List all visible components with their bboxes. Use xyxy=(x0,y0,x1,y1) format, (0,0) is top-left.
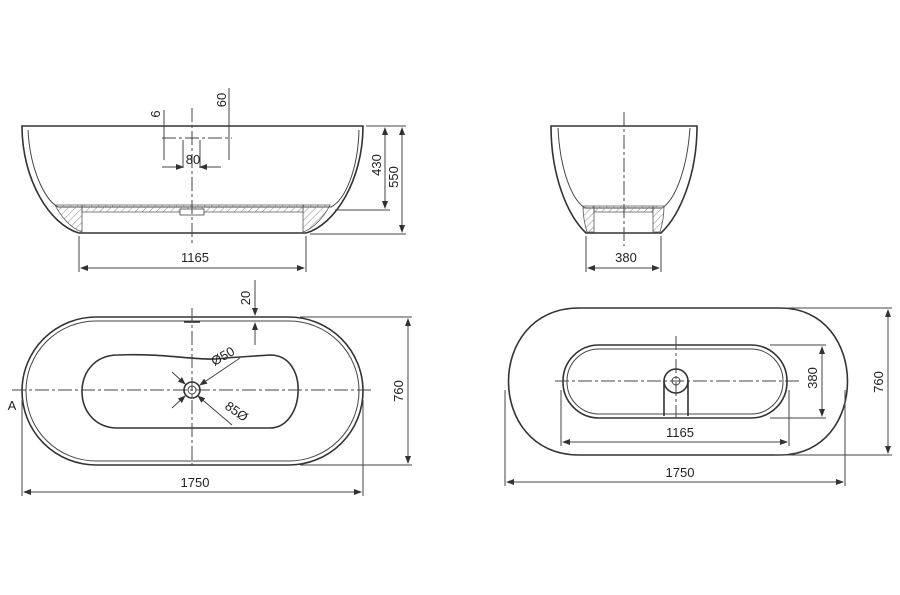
end-view: 380 xyxy=(550,112,698,272)
dim-plan-width: 760 xyxy=(871,371,886,393)
plan-view-right: 380 760 1165 1750 xyxy=(504,307,892,486)
dim-overflow-offset: 6 xyxy=(148,110,163,117)
dim-length: 1750 xyxy=(181,475,210,490)
dim-width: 760 xyxy=(391,380,406,402)
dim-inner-depth: 430 xyxy=(369,154,384,176)
dim-basin-length: 1165 xyxy=(666,425,694,440)
dim-base-width: 1165 xyxy=(181,250,209,265)
dim-drain-diameter: Ø50 xyxy=(208,343,237,368)
side-view: 80 6 60 1165 430 550 xyxy=(21,88,406,272)
dim-overflow-height: 60 xyxy=(214,93,229,107)
dim-plan-length: 1750 xyxy=(666,465,695,480)
dim-rim-offset: 20 xyxy=(238,291,253,305)
dim-end-base-width: 380 xyxy=(615,250,637,265)
section-label: A xyxy=(8,398,17,413)
dim-overflow-width: 80 xyxy=(186,152,200,167)
dim-total-height: 550 xyxy=(386,166,401,188)
plan-view-left: Ø50 85Ø A 20 760 1750 xyxy=(8,280,412,496)
dim-basin-width: 380 xyxy=(805,367,820,389)
